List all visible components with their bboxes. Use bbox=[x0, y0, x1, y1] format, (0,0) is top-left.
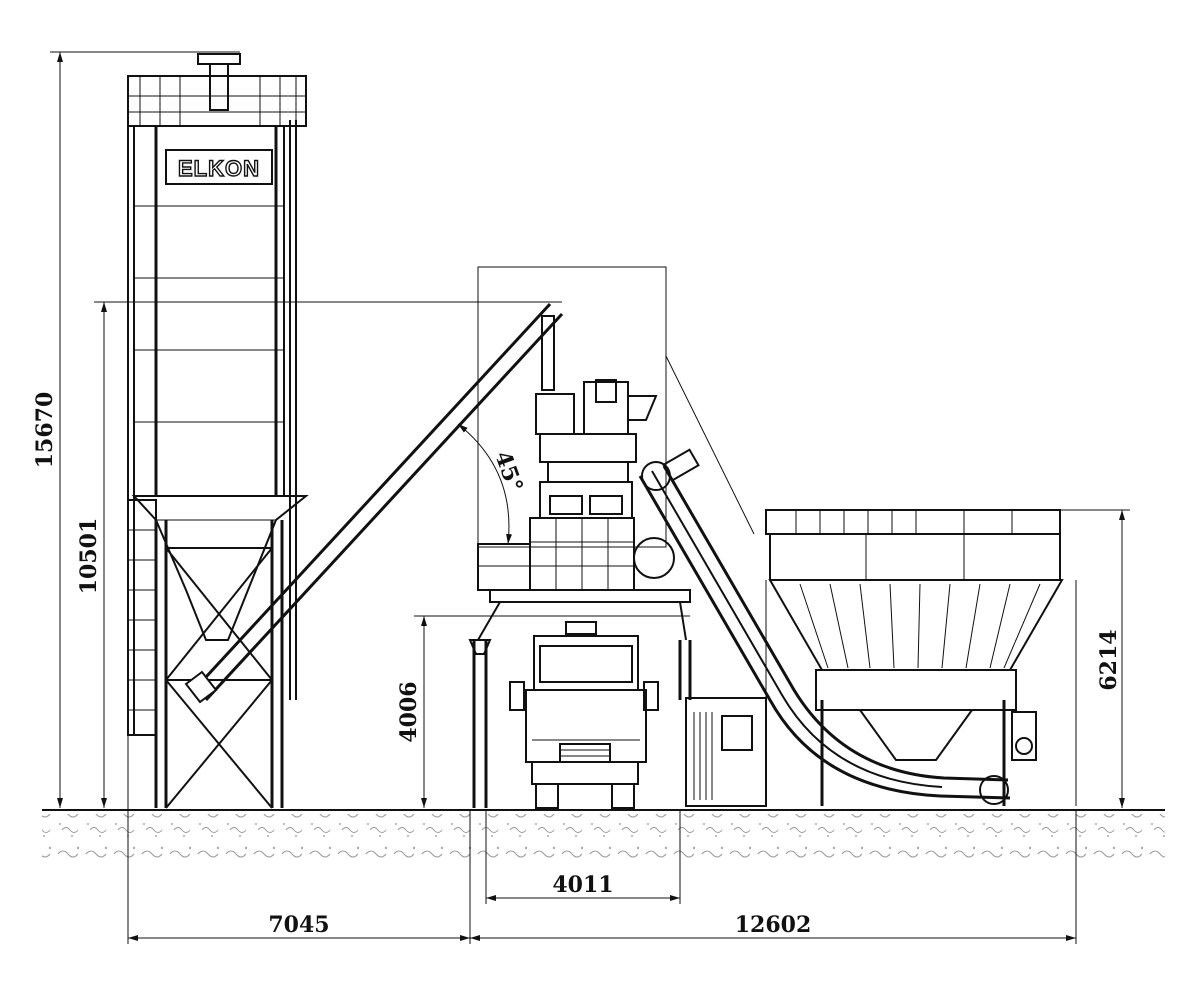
screw-motor bbox=[184, 670, 218, 704]
angle-arc bbox=[457, 423, 513, 545]
mixer-gearbox bbox=[633, 537, 675, 579]
screw-outlet bbox=[541, 315, 555, 391]
dim-silo-spacing: 7045 bbox=[268, 912, 329, 938]
compressor bbox=[1011, 711, 1037, 761]
truck-grille bbox=[559, 743, 611, 763]
bins-weighing bbox=[815, 669, 1017, 711]
dimension-lines: 15670 10501 4006 6214 4011 7045 12602 45… bbox=[32, 51, 1130, 944]
dim-truck-width: 4011 bbox=[552, 872, 613, 898]
belt-conveyor bbox=[478, 301, 1011, 805]
conveyor-angle: 45° bbox=[489, 448, 528, 496]
silo-ladder bbox=[127, 126, 157, 736]
truck-front bbox=[525, 689, 647, 763]
silo-logo-plate bbox=[165, 149, 273, 185]
screw-conveyor bbox=[184, 302, 564, 704]
brand-logo: ELKON bbox=[178, 156, 260, 181]
water-cement-scales bbox=[539, 433, 637, 463]
silo-filter bbox=[197, 53, 241, 65]
cabin-box bbox=[685, 697, 767, 807]
control-cabin bbox=[685, 697, 767, 807]
conveyor-tail-drum bbox=[979, 775, 1009, 805]
ground-gravel bbox=[42, 814, 1165, 860]
cement-silo: ELKON bbox=[127, 53, 309, 809]
conveyor-motor bbox=[662, 448, 700, 482]
silo-top-railing bbox=[127, 75, 307, 127]
side-walkway bbox=[477, 543, 531, 591]
cabin-window bbox=[721, 715, 753, 751]
aggregate-bins bbox=[765, 509, 1077, 806]
dim-conveyor-height: 10501 bbox=[76, 518, 102, 595]
bins-top-grid bbox=[765, 509, 1061, 535]
truck-windshield bbox=[539, 645, 633, 683]
dim-bin-height: 6214 bbox=[1096, 629, 1122, 690]
bins-upper bbox=[769, 533, 1061, 581]
dim-total-height: 15670 bbox=[32, 392, 58, 469]
ground bbox=[42, 809, 1165, 860]
truck-mixer bbox=[509, 621, 659, 809]
mixer-drum bbox=[539, 481, 633, 519]
tower-outline bbox=[477, 266, 667, 548]
dim-plant-length: 12602 bbox=[735, 912, 812, 938]
dim-truck-clearance: 4006 bbox=[396, 681, 422, 742]
discharge-chute bbox=[468, 639, 492, 655]
mixer-tower bbox=[468, 266, 692, 808]
